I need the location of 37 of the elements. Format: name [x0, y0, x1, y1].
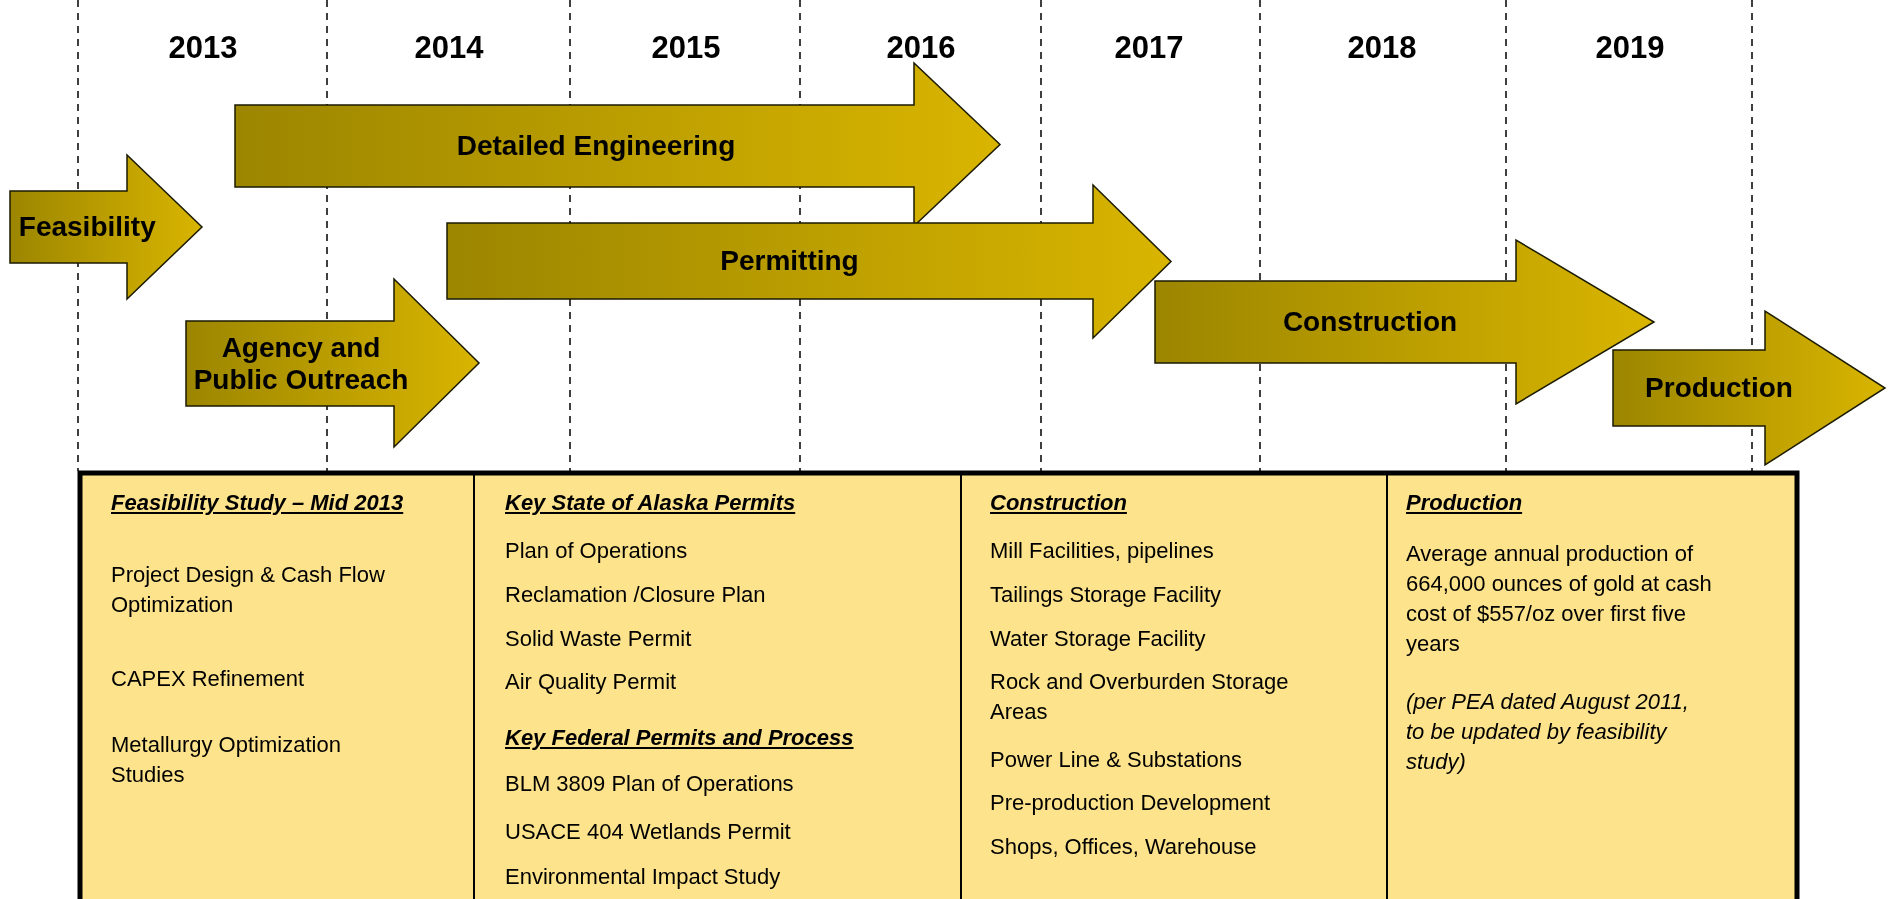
arrow-label: Detailed Engineering	[456, 130, 736, 162]
table-text: Plan of Operations	[505, 537, 689, 565]
year-label: 2017	[1113, 30, 1185, 66]
column-heading: Key Federal Permits and Process	[505, 724, 855, 752]
arrow-label: Feasibility	[18, 211, 156, 243]
column-heading: Production	[1406, 489, 1524, 517]
column-heading: Key State of Alaska Permits	[505, 489, 797, 517]
table-text: Rock and Overburden Storage Areas	[990, 668, 1290, 726]
table-text: Power Line & Substations	[990, 746, 1243, 774]
table-text: Metallurgy Optimization Studies	[111, 731, 342, 789]
table-text: USACE 404 Wetlands Permit	[505, 818, 792, 846]
table-text: Pre-production Development	[990, 789, 1272, 817]
table-text: Mill Facilities, pipelines	[990, 537, 1215, 565]
arrow-label: Production	[1645, 372, 1793, 404]
table-text: BLM 3809 Plan of Operations	[505, 770, 795, 798]
table-text: Tailings Storage Facility	[990, 581, 1223, 609]
column-heading: Construction	[990, 489, 1128, 517]
arrow-label: Agency and Public Outreach	[192, 331, 410, 396]
year-label: 2018	[1346, 30, 1418, 66]
arrow-label: Permitting	[720, 245, 859, 277]
column-heading: Feasibility Study – Mid 2013	[111, 489, 405, 517]
year-label: 2015	[650, 30, 722, 66]
arrow-label: Construction	[1282, 306, 1458, 338]
table-text: Air Quality Permit	[505, 668, 678, 696]
year-label: 2016	[885, 30, 957, 66]
table-text: Water Storage Facility	[990, 625, 1207, 653]
table-text: CAPEX Refinement	[111, 665, 306, 693]
table-text: Average annual production of 664,000 ounces of gold at cash cost of $557/oz over first five years	[1406, 540, 1713, 658]
note-text: (per PEA dated August 2011, to be updated by feasibility study)	[1406, 688, 1690, 776]
year-label: 2019	[1594, 30, 1666, 66]
table-text: Environmental Impact Study	[505, 863, 782, 891]
year-label: 2013	[167, 30, 239, 66]
table-text: Reclamation /Closure Plan	[505, 581, 767, 609]
table-text: Shops, Offices, Warehouse	[990, 833, 1258, 861]
table-text: Solid Waste Permit	[505, 625, 693, 653]
year-label: 2014	[413, 30, 485, 66]
table-text: Project Design & Cash Flow Optimization	[111, 561, 386, 619]
